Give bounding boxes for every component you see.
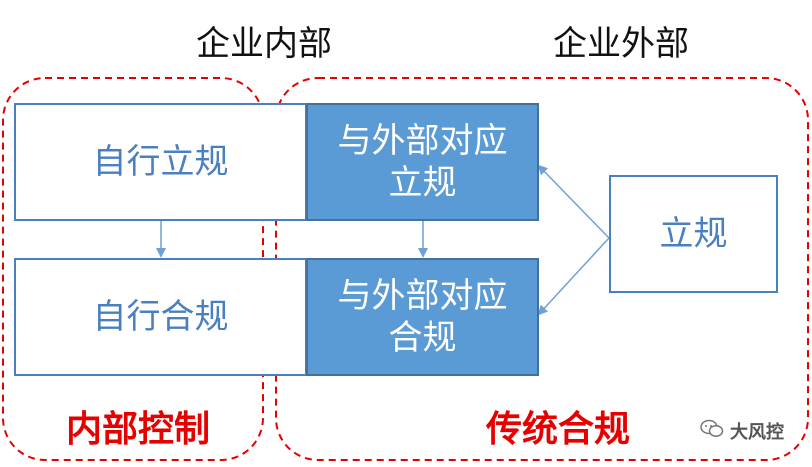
arrow-legislation-to-external-legislation — [537, 164, 610, 239]
external-legislation-label-line1: 与外部对应 — [337, 120, 508, 161]
watermark-text: 大风控 — [730, 422, 784, 443]
legislation-box: 立规 — [609, 175, 778, 293]
internal-control-label: 内部控制 — [66, 409, 211, 450]
header-external: 企业外部 — [553, 24, 689, 64]
self-legislation-box: 自行立规 — [14, 103, 307, 221]
self-compliance-box: 自行合规 — [14, 258, 307, 376]
external-legislation-label-line2: 立规 — [388, 163, 457, 203]
wechat-icon — [700, 419, 724, 444]
legislation-label: 立规 — [659, 213, 728, 254]
self-legislation-label: 自行立规 — [92, 141, 229, 182]
arrow-legislation-to-external-compliance — [537, 237, 610, 316]
external-legislation-box: 与外部对应 立规 — [306, 103, 539, 221]
external-compliance-label-line1: 与外部对应 — [337, 275, 508, 316]
watermark: 大风控 — [700, 418, 784, 444]
external-compliance-label-line2: 合规 — [388, 318, 457, 358]
header-internal: 企业内部 — [196, 24, 332, 64]
traditional-compliance-label: 传统合规 — [486, 409, 631, 450]
self-compliance-label: 自行合规 — [92, 296, 229, 337]
external-compliance-box: 与外部对应 合规 — [306, 258, 539, 376]
